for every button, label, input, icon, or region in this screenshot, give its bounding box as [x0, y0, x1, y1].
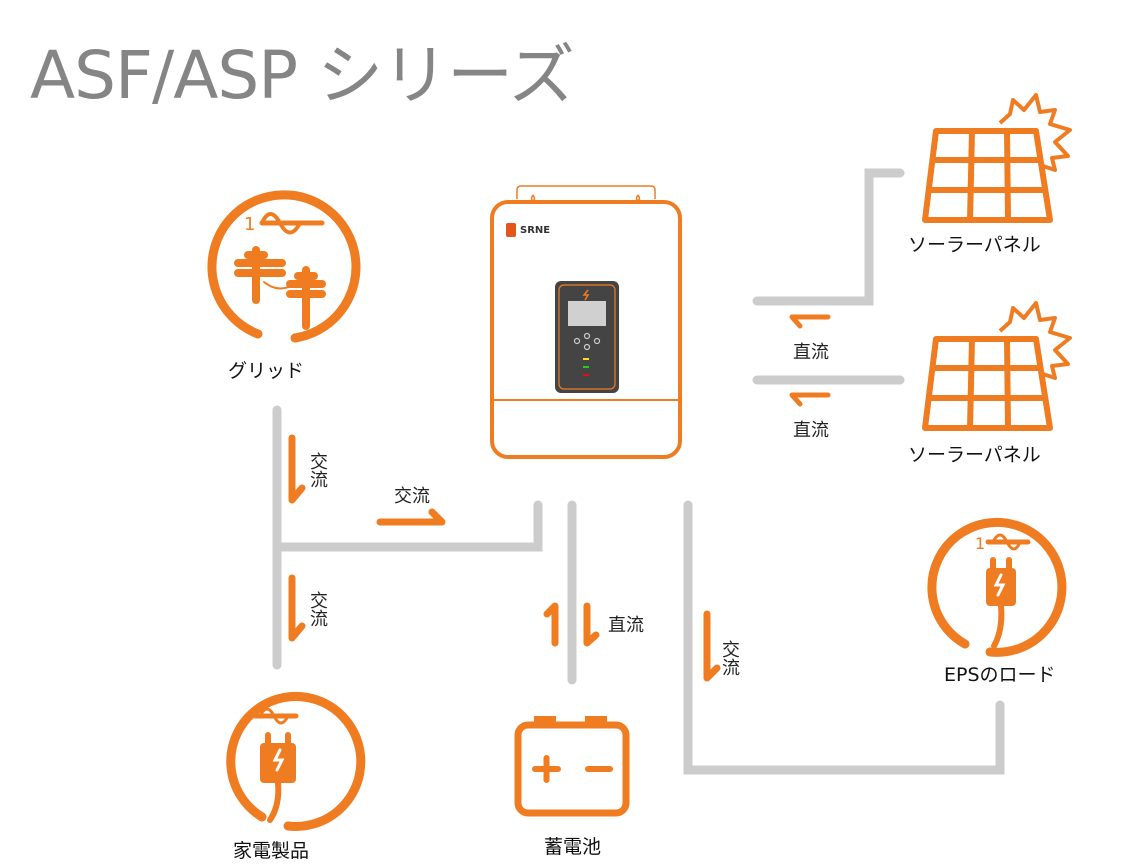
led-yellow	[583, 358, 589, 360]
arrow-grid-down	[288, 434, 306, 504]
flow-label-grid: 交流	[307, 452, 328, 488]
line-eps	[683, 500, 1005, 775]
arrow-grid-to-inverter	[376, 508, 446, 526]
phase-number-eps: 1	[975, 534, 985, 553]
flow-label-solar1: 直流	[793, 342, 829, 363]
plug-icon-eps	[927, 517, 1067, 657]
arrow-solar1	[789, 314, 831, 329]
arrow-to-appliances	[288, 574, 306, 642]
led-green	[583, 366, 589, 368]
phase-number: 1	[244, 214, 255, 235]
arrow-battery-down	[583, 602, 600, 647]
plug-icon-appliances	[226, 691, 366, 831]
line-grid-inverter	[276, 500, 543, 552]
arrow-battery-up	[543, 602, 559, 647]
battery-icon	[514, 716, 630, 817]
utility-pole-icon	[207, 190, 361, 343]
solar-panel-icon-1	[922, 93, 1072, 223]
arrow-to-eps	[703, 610, 721, 682]
flow-label-eps: 交流	[719, 640, 740, 676]
arrow-solar2	[789, 392, 831, 407]
brand-logo: SRNE	[520, 225, 551, 236]
flow-label-battery: 直流	[608, 615, 644, 636]
eps-load-label: EPSのロード	[944, 664, 1056, 686]
solar-panel-icon-2	[922, 301, 1072, 431]
solar1-label: ソーラーパネル	[908, 234, 1041, 256]
solar2-label: ソーラーパネル	[908, 444, 1041, 466]
flow-label-appliances: 交流	[307, 591, 328, 627]
battery-label: 蓄電池	[544, 836, 602, 858]
line-solar1	[752, 168, 905, 306]
grid-label: グリッド	[228, 360, 305, 382]
page-title: ASF/ASP シリーズ	[30, 37, 575, 114]
appliances-label: 家電製品	[233, 840, 310, 862]
flow-label-solar2: 直流	[793, 420, 829, 441]
flow-label-grid-inverter: 交流	[394, 486, 430, 507]
led-red	[583, 374, 589, 376]
inverter-icon	[490, 185, 682, 459]
